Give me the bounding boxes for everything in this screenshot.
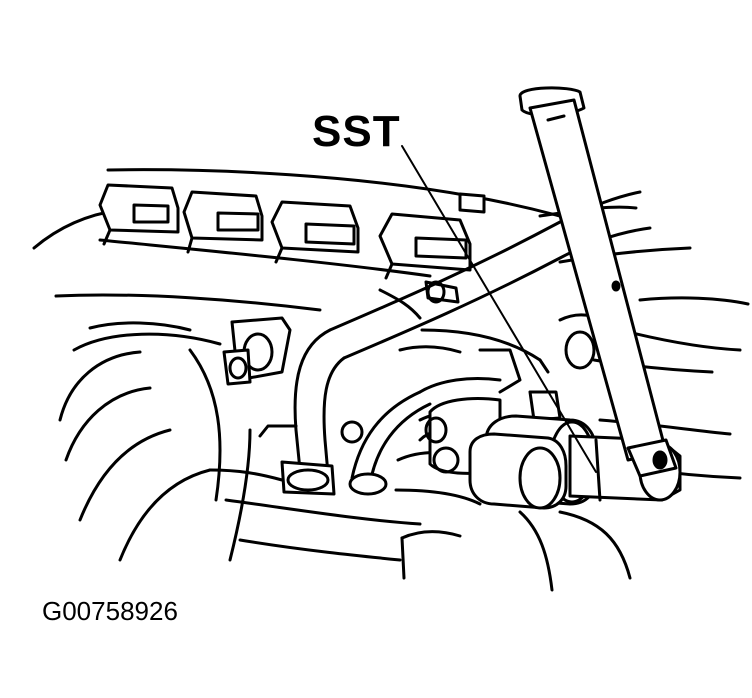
sst-leader-line [401, 145, 597, 473]
sst-callout-label: SST [312, 107, 401, 156]
sst-tool [518, 86, 678, 478]
intake-manifold [58, 321, 252, 562]
ignition-coil-2 [182, 190, 264, 254]
valve-assembly [424, 397, 682, 510]
bracket [222, 316, 292, 386]
small-hose [348, 390, 432, 496]
ignition-coil-4 [378, 212, 472, 280]
ignition-coil-3 [270, 200, 360, 264]
bolt [424, 192, 486, 304]
figure-id: G00758926 [42, 596, 178, 626]
ignition-coil-1 [98, 183, 180, 246]
